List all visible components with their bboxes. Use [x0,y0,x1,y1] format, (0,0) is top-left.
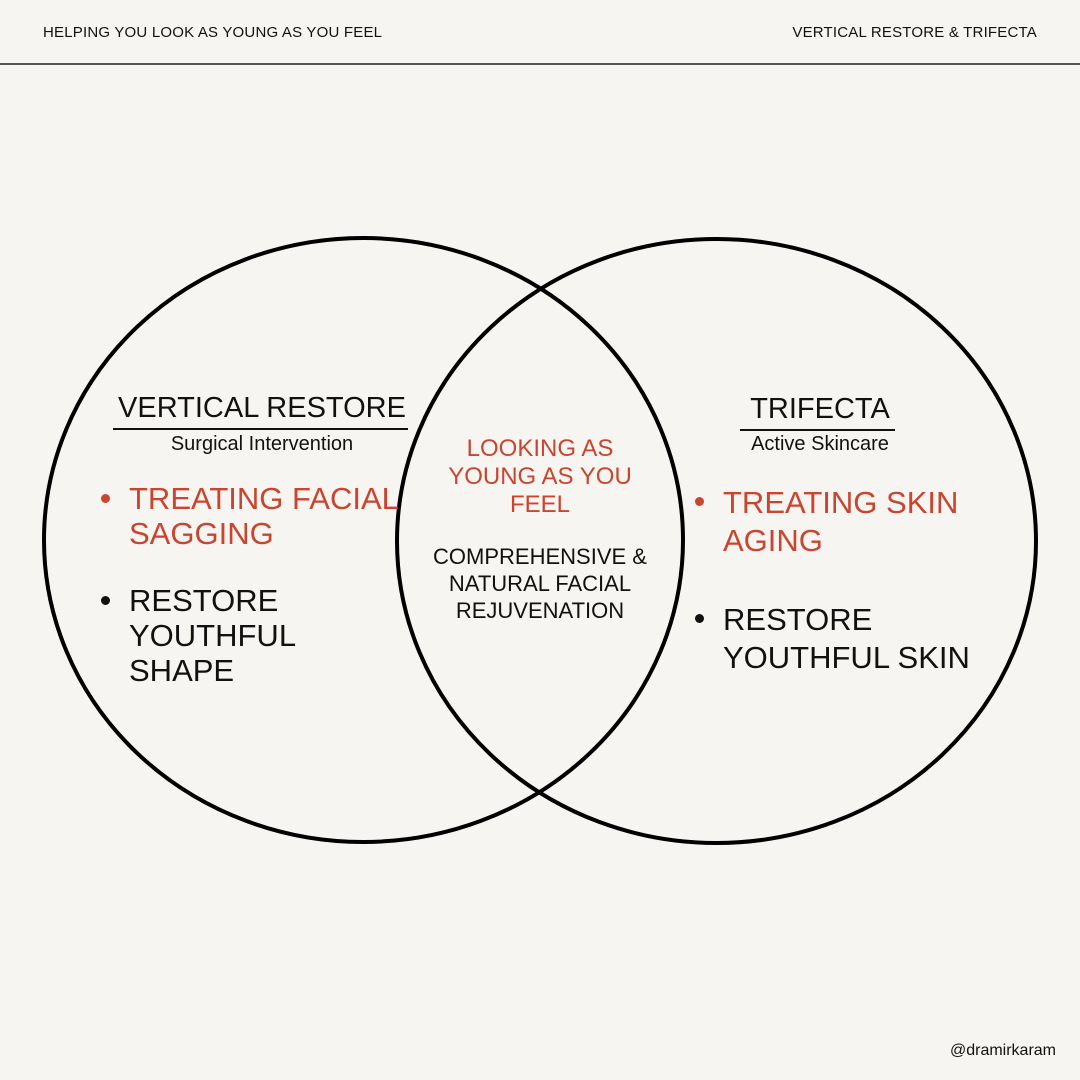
left-item-2: RESTORE YOUTHFUL SHAPE [101,583,329,688]
left-set-subtitle: Surgical Intervention [170,433,354,455]
right-item-2-text: RESTORE YOUTHFUL SKIN [723,602,970,675]
bullet-icon [101,596,110,605]
overlap-body: COMPREHENSIVE & NATURAL FACIAL REJUVENAT… [433,544,647,623]
right-item-2: RESTORE YOUTHFUL SKIN [695,601,993,677]
right-set-subtitle: Active Skincare [751,433,889,455]
header-divider [0,63,1080,65]
left-title-underline [113,428,408,430]
social-handle: @dramirkaram [949,1042,1056,1059]
left-item-2-text: RESTORE YOUTHFUL SHAPE [129,583,295,688]
right-item-1: TREATING SKIN AGING [695,484,973,560]
bullet-icon [695,497,704,506]
bullet-icon [101,494,110,503]
left-item-1: TREATING FACIAL SAGGING [101,481,399,551]
header-tagline: HELPING YOU LOOK AS YOUNG AS YOU FEEL [43,24,383,41]
left-set-title: VERTICAL RESTORE [118,392,406,424]
right-title-underline [740,429,895,431]
right-circle [395,237,1038,845]
right-set-title: TRIFECTA [750,393,890,425]
bullet-icon [695,614,704,623]
right-item-1-text: TREATING SKIN AGING [723,485,959,558]
left-circle [42,236,685,844]
left-item-1-text: TREATING FACIAL SAGGING [129,481,398,551]
overlap-headline: LOOKING AS YOUNG AS YOU FEEL [448,435,632,518]
header-topic: VERTICAL RESTORE & TRIFECTA [792,24,1037,41]
